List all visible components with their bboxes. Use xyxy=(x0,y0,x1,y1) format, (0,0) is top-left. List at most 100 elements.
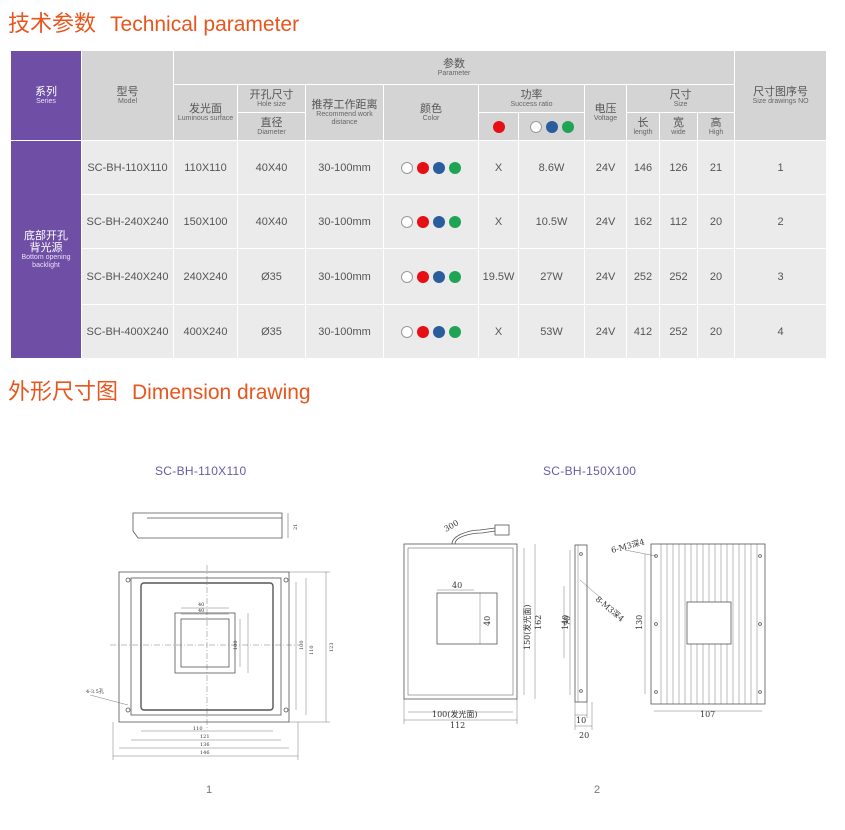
power-rgb-header xyxy=(518,112,585,141)
color-cell xyxy=(383,304,479,359)
dim-label: 20 xyxy=(579,731,589,740)
drawing-label: SC-BH-110X110 xyxy=(155,464,247,478)
table-row: SC-BH-240X240 150X100 40X40 30-100mm X 1… xyxy=(11,194,828,249)
dim-label: 110 xyxy=(309,645,315,655)
dimension-drawing-title: 外形尺寸图 Dimension drawing xyxy=(8,374,311,406)
dim-label: 121 xyxy=(200,734,210,740)
drawing-no-cell: 4 xyxy=(734,304,828,359)
red-dot-icon xyxy=(417,270,429,283)
power-rgb-cell: 53W xyxy=(518,304,585,359)
voltage-cell: 24V xyxy=(584,194,627,249)
high-header: 高 High xyxy=(696,112,736,141)
blue-dot-icon xyxy=(433,215,445,228)
white-dot-icon xyxy=(401,325,413,338)
dim-label: 21 xyxy=(293,524,299,530)
green-dot-icon xyxy=(449,270,461,283)
power-rgb-cell: 27W xyxy=(518,248,585,305)
dim-label: 136 xyxy=(200,742,210,748)
hole-cell: 40X40 xyxy=(237,140,306,195)
dim-label: 40 xyxy=(198,602,204,608)
voltage-cell: 24V xyxy=(584,248,627,305)
diameter-header: 直径 Diameter xyxy=(237,112,306,141)
table-row: 底部开孔 背光源 Bottom opening backlight SC-BH-… xyxy=(10,140,828,359)
table-row: SC-BH-400X240 400X240 Ø35 30-100mm X 53W… xyxy=(11,304,828,359)
wide-header: 宽 wide xyxy=(659,112,698,141)
dim-label: 123 xyxy=(329,642,335,652)
dim-label: 100 xyxy=(233,640,239,650)
color-header: 颜色 Color xyxy=(383,84,479,141)
dim-label: 4-3.5孔 xyxy=(86,688,104,695)
white-dot-icon xyxy=(401,270,413,283)
high-cell: 21 xyxy=(696,140,736,195)
blue-dot-icon xyxy=(433,270,445,283)
red-dot-icon xyxy=(417,215,429,228)
dim-label: 130 xyxy=(635,615,644,630)
hole-cell: Ø35 xyxy=(237,304,306,359)
dim-label: 8-M3深4 xyxy=(594,595,626,624)
luminous-header: 发光面 Luminous surface xyxy=(173,84,238,141)
dim-label: 300 xyxy=(443,518,461,533)
distance-cell: 30-100mm xyxy=(305,248,384,305)
drawing-label: SC-BH-150X100 xyxy=(543,464,637,478)
series-cell: 底部开孔 背光源 Bottom opening backlight xyxy=(10,140,82,359)
green-dot-icon xyxy=(561,120,574,133)
drawing-no-header: 尺寸图序号 Size drawings NO xyxy=(734,50,828,141)
drawing-2-dims: 300 40 40 100(发光面) 112 150(发光面) 162 140 … xyxy=(432,518,715,740)
drawing-number: 1 xyxy=(206,784,213,796)
drawing-no-cell: 1 xyxy=(734,140,828,195)
dim-label: 112 xyxy=(450,721,465,730)
green-dot-icon xyxy=(449,325,461,338)
hole-cell: 40X40 xyxy=(237,194,306,249)
power-rgb-cell: 10.5W xyxy=(518,194,585,249)
power-rgb-cell: 8.6W xyxy=(518,140,585,195)
blue-dot-icon xyxy=(545,120,558,133)
red-dot-icon xyxy=(417,325,429,338)
model-cell: SC-BH-400X240 xyxy=(81,304,174,359)
green-dot-icon xyxy=(449,161,461,174)
high-cell: 20 xyxy=(696,248,736,305)
dim-label: 100 xyxy=(299,640,305,650)
hole-size-header: 开孔尺寸 Hole size xyxy=(237,84,306,113)
drawing-2 xyxy=(403,524,766,730)
voltage-cell: 24V xyxy=(584,304,627,359)
model-cell: SC-BH-240X240 xyxy=(81,248,174,305)
dim-label: 40 xyxy=(452,581,462,590)
power-red-cell: X xyxy=(478,194,519,249)
blue-dot-icon xyxy=(433,325,445,338)
voltage-header: 电压 Voltage xyxy=(584,84,627,141)
wide-cell: 252 xyxy=(659,248,698,305)
technical-parameter-title: 技术参数 Technical parameter xyxy=(8,6,299,38)
dim-label: 150(发光面) xyxy=(522,604,532,650)
drawing-number: 2 xyxy=(594,784,601,796)
power-red-cell: X xyxy=(478,140,519,195)
white-dot-icon xyxy=(401,161,413,174)
drawing-1 xyxy=(89,512,330,760)
section-title-cn: 技术参数 xyxy=(8,12,97,37)
distance-header: 推荐工作距离 Recommend work distance xyxy=(305,84,384,141)
parameter-header: 参数 Parameter xyxy=(172,50,736,85)
dim-label: 146 xyxy=(200,750,210,756)
dim-label: 107 xyxy=(700,710,715,719)
power-red-cell: X xyxy=(478,304,519,359)
section-title-en: Dimension drawing xyxy=(132,381,311,404)
model-cell: SC-BH-110X110 xyxy=(81,140,174,195)
length-cell: 146 xyxy=(626,140,660,195)
distance-cell: 30-100mm xyxy=(305,140,384,195)
section-title-cn: 外形尺寸图 xyxy=(8,380,119,405)
dim-label: 40 xyxy=(198,608,204,614)
high-cell: 20 xyxy=(696,304,736,359)
white-dot-icon xyxy=(401,215,413,228)
dim-label: 110 xyxy=(193,726,203,732)
series-header: 系列 Series xyxy=(10,50,82,141)
length-cell: 252 xyxy=(626,248,660,305)
drawing-no-cell: 3 xyxy=(734,248,828,305)
red-dot-icon xyxy=(417,161,429,174)
green-dot-icon xyxy=(449,215,461,228)
model-cell: SC-BH-240X240 xyxy=(81,194,174,249)
wide-cell: 112 xyxy=(659,194,698,249)
distance-cell: 30-100mm xyxy=(305,304,384,359)
hole-cell: Ø35 xyxy=(237,248,306,305)
wide-cell: 126 xyxy=(659,140,698,195)
spec-table: 系列 Series 型号 Model 参数 Parameter 尺寸图序号 Si… xyxy=(10,50,828,359)
